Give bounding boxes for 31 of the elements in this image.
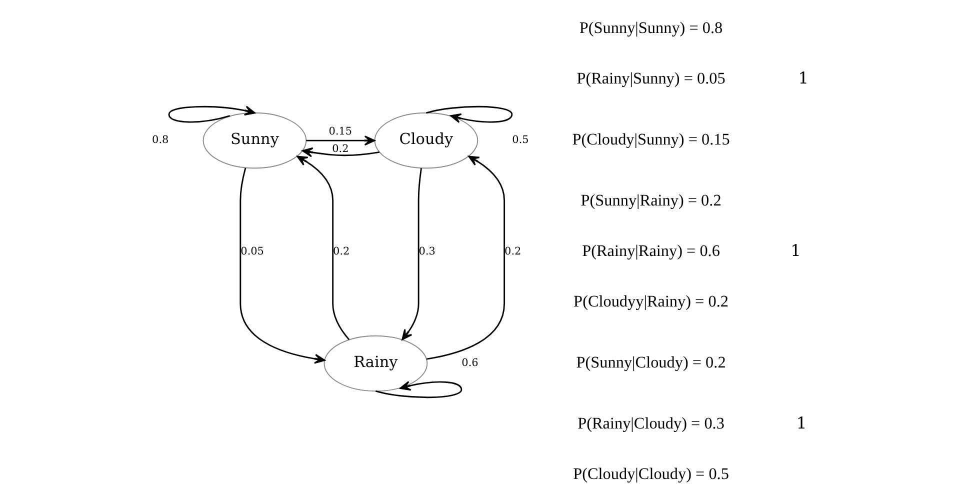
arrow: [168, 106, 255, 123]
edge-label: 0.15: [328, 126, 352, 138]
arrow: [401, 168, 422, 340]
label: P(Rainy|Rainy) = 0.6: [582, 242, 720, 260]
edge-label: 0.05: [240, 246, 264, 258]
label: P(Sunny|Cloudy) = 0.2: [576, 353, 726, 372]
label: P(Cloudy|Cloudy) = 0.5: [572, 464, 728, 483]
edge-label: 0.2: [504, 246, 521, 258]
edge-label: 0.2: [332, 142, 348, 155]
node-ellipse: Sunny: [202, 112, 306, 169]
label: P(Cloudyy|Rainy) = 0.2: [573, 292, 728, 310]
label: 1: [790, 240, 800, 260]
arrow: [296, 156, 350, 340]
label: 1: [798, 68, 808, 88]
label: P(Cloudy|Sunny) = 0.15: [572, 130, 730, 148]
label: P(Sunny|Rainy) = 0.2: [580, 191, 721, 210]
arrow: [426, 156, 505, 360]
label: 1: [796, 413, 806, 432]
arrow: [239, 168, 325, 364]
edge-label: 0.8: [152, 134, 168, 146]
arrow: [375, 380, 462, 398]
edge-label: 0.5: [512, 134, 528, 146]
arrow: [301, 147, 379, 158]
label: P(Sunny|Sunny) = 0.8: [578, 18, 722, 37]
edge-label: 0.3: [418, 246, 435, 258]
label: P(Rainy|Cloudy) = 0.3: [577, 414, 724, 432]
edge-label: 0.6: [461, 357, 478, 370]
arrow: [306, 136, 375, 146]
label: P(Rainy|Sunny) = 0.05: [576, 69, 725, 88]
arrow: [426, 106, 512, 124]
edge-label: 0.2: [332, 246, 350, 258]
